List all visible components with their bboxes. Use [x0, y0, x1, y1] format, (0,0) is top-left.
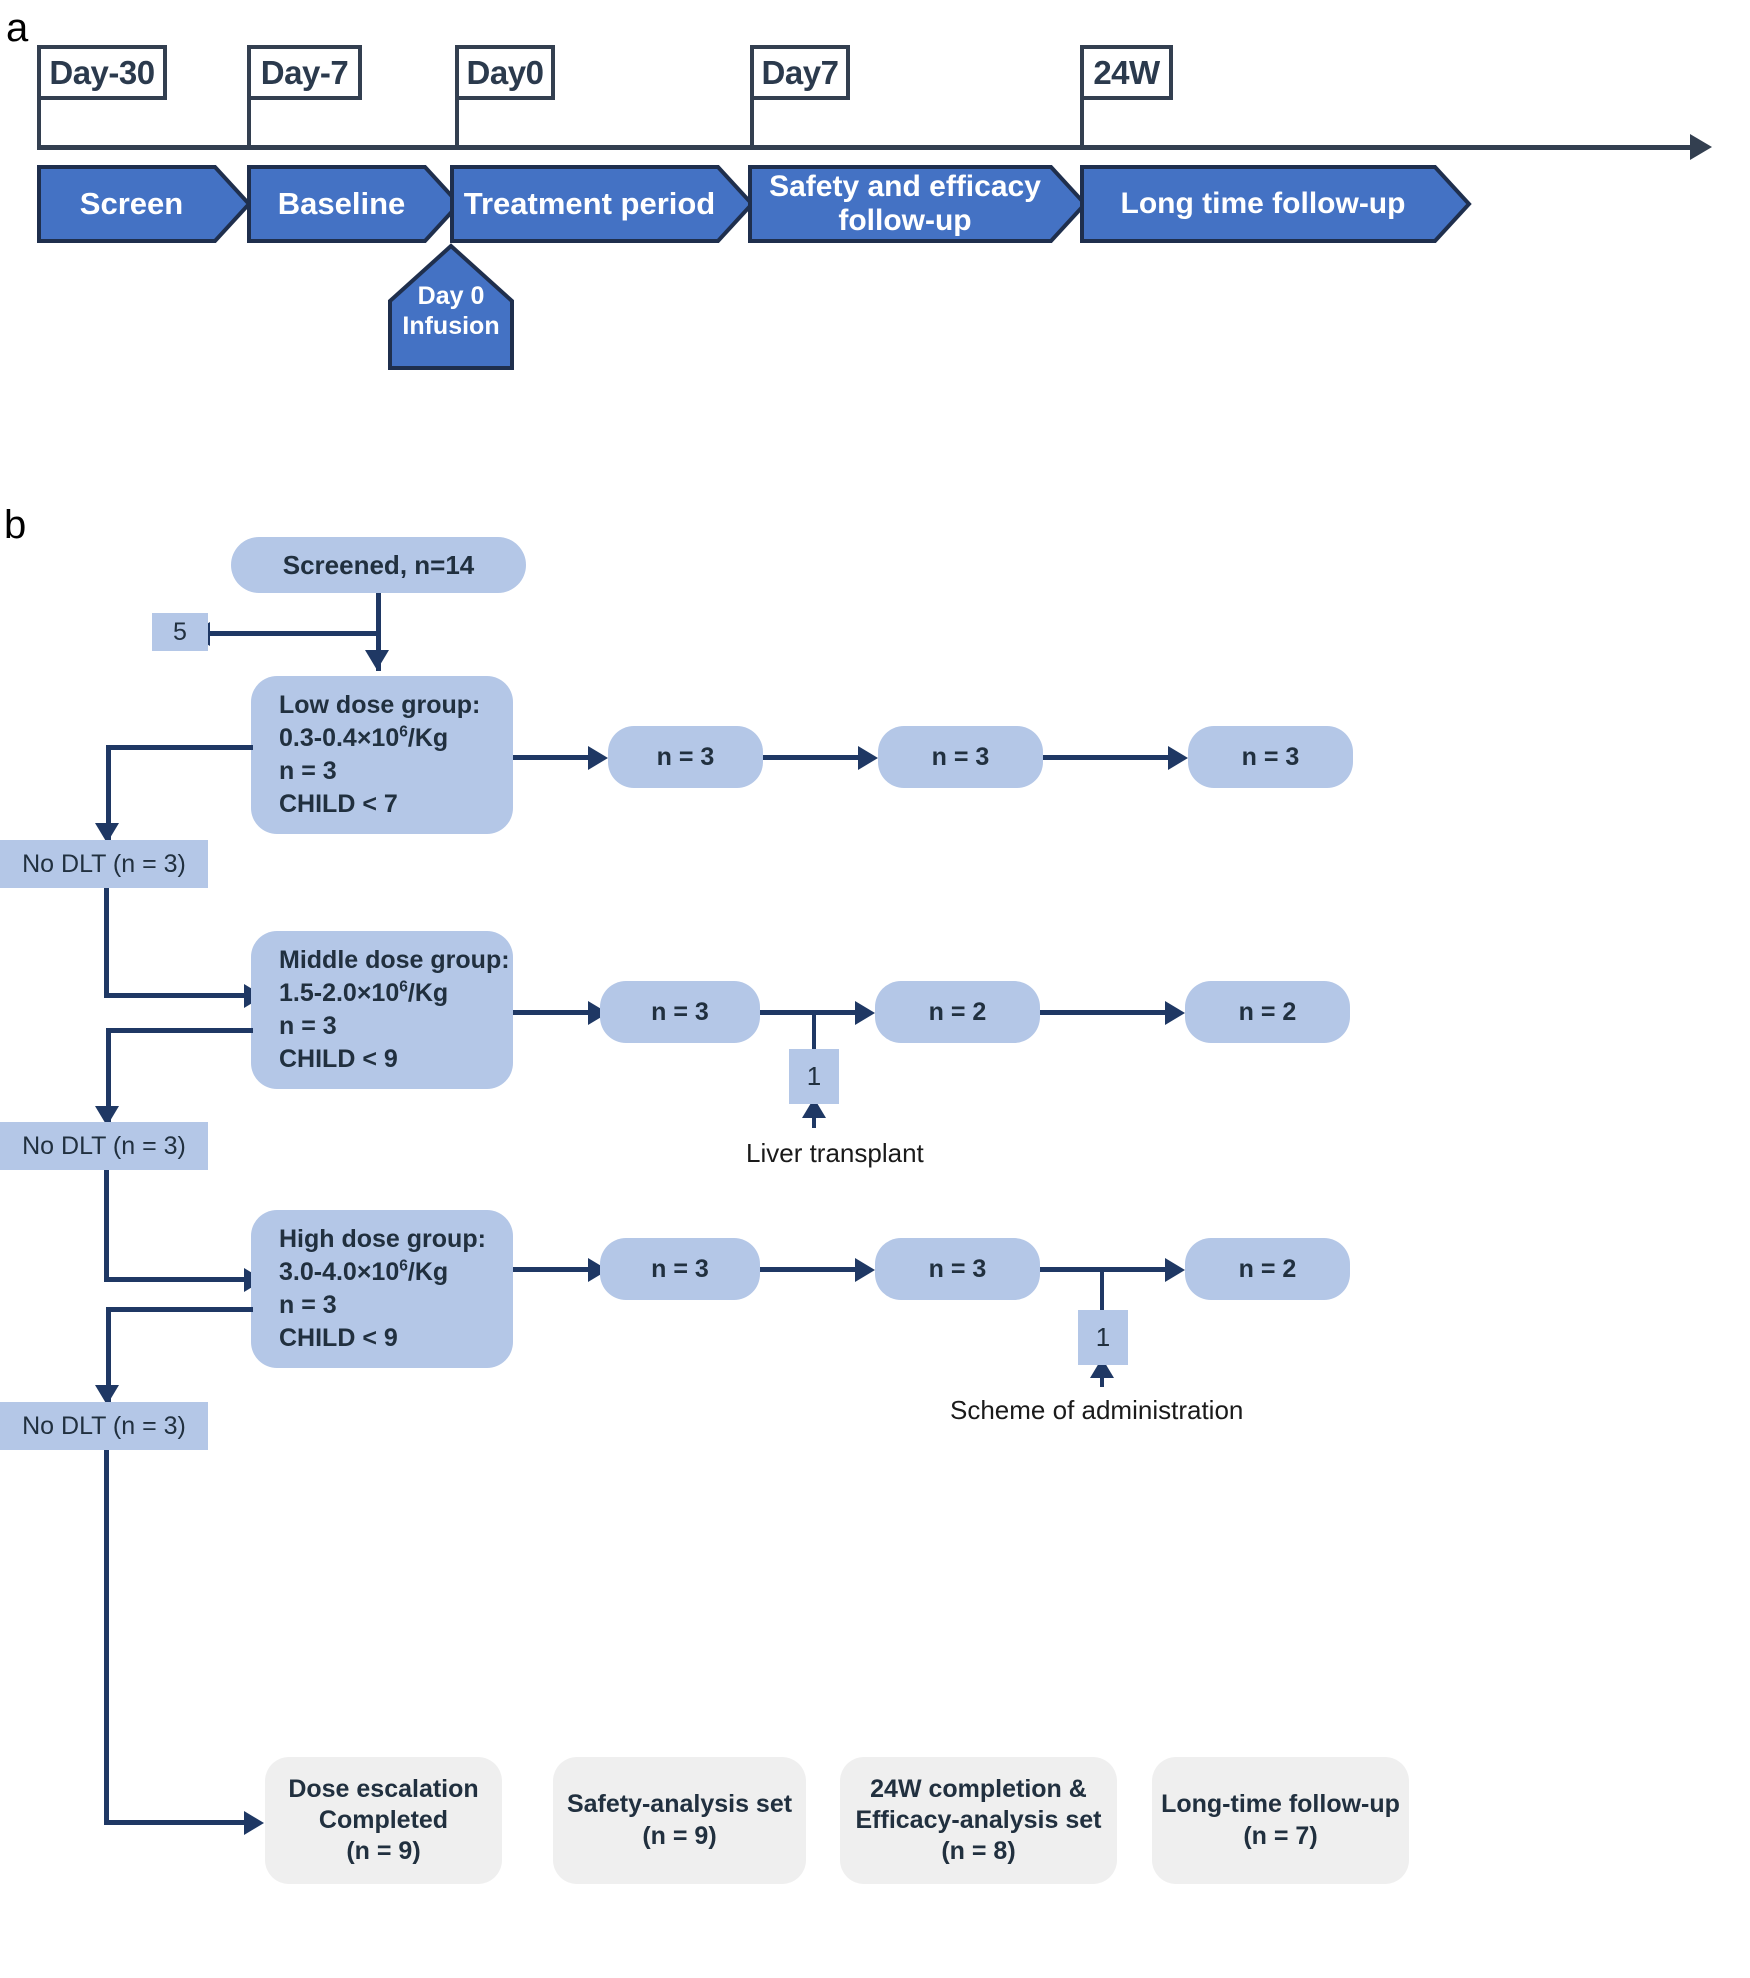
connector-low-f1-f2-arrowhead: [858, 746, 878, 770]
connector-excluded: [196, 631, 378, 636]
connector-mid-f1-f2: [760, 1010, 860, 1015]
high-dose-amount: 3.0-4.0×106/Kg: [279, 1257, 449, 1286]
phase-screen: Screen: [37, 165, 252, 243]
connector-dlt1-arrowhead: [95, 823, 119, 843]
node-low-dose-group: Low dose group: 0.3-0.4×106/Kg n = 3 CHI…: [251, 676, 513, 834]
node-summary-24w-efficacy-set: 24W completion & Efficacy-analysis set (…: [840, 1757, 1117, 1884]
connector-mid-f2-f3-arrowhead: [1165, 1001, 1185, 1025]
connector-screened-arrowhead: [365, 650, 389, 670]
milestone-day-7: Day7: [750, 45, 850, 100]
milestone-24w: 24W: [1080, 45, 1173, 100]
connector-dlt3-to-summary: [104, 1820, 249, 1825]
connector-screened-down: [376, 593, 381, 671]
low-dose-title: Low dose group:: [279, 690, 481, 719]
connector-dlt3-to-summary-arrowhead: [244, 1811, 264, 1835]
node-no-dlt-1: No DLT (n = 3): [0, 840, 208, 888]
milestone-stem-3: [455, 98, 459, 148]
connector-high-f2-f3-arrowhead: [1165, 1258, 1185, 1282]
connector-dlt2-to-high: [104, 1277, 249, 1282]
low-dose-child: CHILD < 7: [279, 790, 398, 819]
node-summary-long-time-followup: Long-time follow-up (n = 7): [1152, 1757, 1409, 1884]
node-middle-dose-group: Middle dose group: 1.5-2.0×106/Kg n = 3 …: [251, 931, 513, 1089]
day0-infusion-marker: Day 0 Infusion: [387, 243, 515, 376]
connector-low-f2-f3-arrowhead: [1168, 746, 1188, 770]
phase-long-time-followup: Long time follow-up: [1080, 165, 1472, 243]
connector-mid-f2-f3: [1040, 1010, 1170, 1015]
connector-dlt1-down: [104, 888, 109, 998]
panel-a-letter: a: [6, 6, 29, 50]
connector-dlt2-down: [104, 1170, 109, 1282]
connector-middose-to-dlt2-v: [106, 1028, 111, 1123]
connector-mid-f1-f2-arrowhead: [855, 1001, 875, 1025]
timeline-axis: [37, 145, 1692, 150]
milestone-day-0: Day0: [455, 45, 555, 100]
connector-lowdose-to-dlt1-v: [106, 745, 111, 840]
node-high-followup-3: n = 2: [1185, 1238, 1350, 1300]
low-dose-n: n = 3: [279, 757, 337, 785]
connector-high-to-f1: [513, 1267, 593, 1272]
timeline-axis-arrowhead: [1690, 134, 1712, 160]
low-dose-amount: 0.3-0.4×106/Kg: [279, 723, 449, 752]
connector-low-f2-f3: [1043, 755, 1173, 760]
connector-middose-to-dlt2-h: [106, 1028, 253, 1033]
node-scheme-admin-count: 1: [1078, 1310, 1128, 1365]
node-screened: Screened, n=14: [231, 537, 526, 593]
panel-b-letter: b: [4, 503, 27, 547]
connector-mid-to-f1: [513, 1010, 593, 1015]
node-high-followup-2: n = 3: [875, 1238, 1040, 1300]
node-summary-safety-analysis-set: Safety-analysis set (n = 9): [553, 1757, 806, 1884]
connector-low-to-f1-arrowhead: [588, 746, 608, 770]
connector-dlt3-arrowhead: [95, 1385, 119, 1405]
middle-dose-n: n = 3: [279, 1012, 337, 1040]
phase-baseline: Baseline: [247, 165, 462, 243]
node-no-dlt-2: No DLT (n = 3): [0, 1122, 208, 1170]
connector-dlt2-arrowhead: [95, 1106, 119, 1126]
milestone-stem-2: [247, 98, 251, 148]
node-middle-followup-3: n = 2: [1185, 981, 1350, 1043]
middle-dose-child: CHILD < 9: [279, 1045, 398, 1074]
annotation-liver-transplant: Liver transplant: [746, 1138, 924, 1168]
middle-dose-amount: 1.5-2.0×106/Kg: [279, 978, 449, 1007]
high-dose-n: n = 3: [279, 1291, 337, 1319]
phase-safety-efficacy-followup: Safety and efficacy follow-up: [748, 165, 1088, 243]
milestone-day-minus-30: Day-30: [37, 45, 167, 100]
high-dose-child: CHILD < 9: [279, 1324, 398, 1353]
connector-lowdose-to-dlt1-h: [106, 745, 253, 750]
connector-high-f1-f2: [760, 1267, 860, 1272]
connector-high-f1-f2-arrowhead: [855, 1258, 875, 1282]
node-summary-dose-escalation: Dose escalation Completed (n = 9): [265, 1757, 502, 1884]
node-middle-followup-2: n = 2: [875, 981, 1040, 1043]
node-no-dlt-3: No DLT (n = 3): [0, 1402, 208, 1450]
middle-dose-title: Middle dose group:: [279, 945, 510, 974]
milestone-stem-5: [1080, 98, 1084, 148]
milestone-stem-1: [37, 98, 41, 148]
annotation-scheme-of-administration: Scheme of administration: [950, 1395, 1244, 1425]
phase-treatment-period: Treatment period: [450, 165, 755, 243]
milestone-stem-4: [750, 98, 754, 148]
node-high-followup-1: n = 3: [600, 1238, 760, 1300]
connector-highdose-to-dlt3-h: [106, 1307, 253, 1312]
connector-dlt1-to-middle: [104, 993, 249, 998]
node-middle-followup-1: n = 3: [600, 981, 760, 1043]
node-low-followup-2: n = 3: [878, 726, 1043, 788]
connector-dlt3-down: [104, 1450, 109, 1825]
node-liver-transplant-count: 1: [789, 1049, 839, 1104]
connector-low-to-f1: [513, 755, 593, 760]
node-low-followup-1: n = 3: [608, 726, 763, 788]
milestone-day-minus-7: Day-7: [247, 45, 362, 100]
connector-low-f1-f2: [763, 755, 863, 760]
node-excluded-count: 5: [152, 613, 208, 651]
connector-high-f2-f3: [1040, 1267, 1170, 1272]
connector-highdose-to-dlt3-v: [106, 1307, 111, 1402]
high-dose-title: High dose group:: [279, 1224, 486, 1253]
node-high-dose-group: High dose group: 3.0-4.0×106/Kg n = 3 CH…: [251, 1210, 513, 1368]
node-low-followup-3: n = 3: [1188, 726, 1353, 788]
